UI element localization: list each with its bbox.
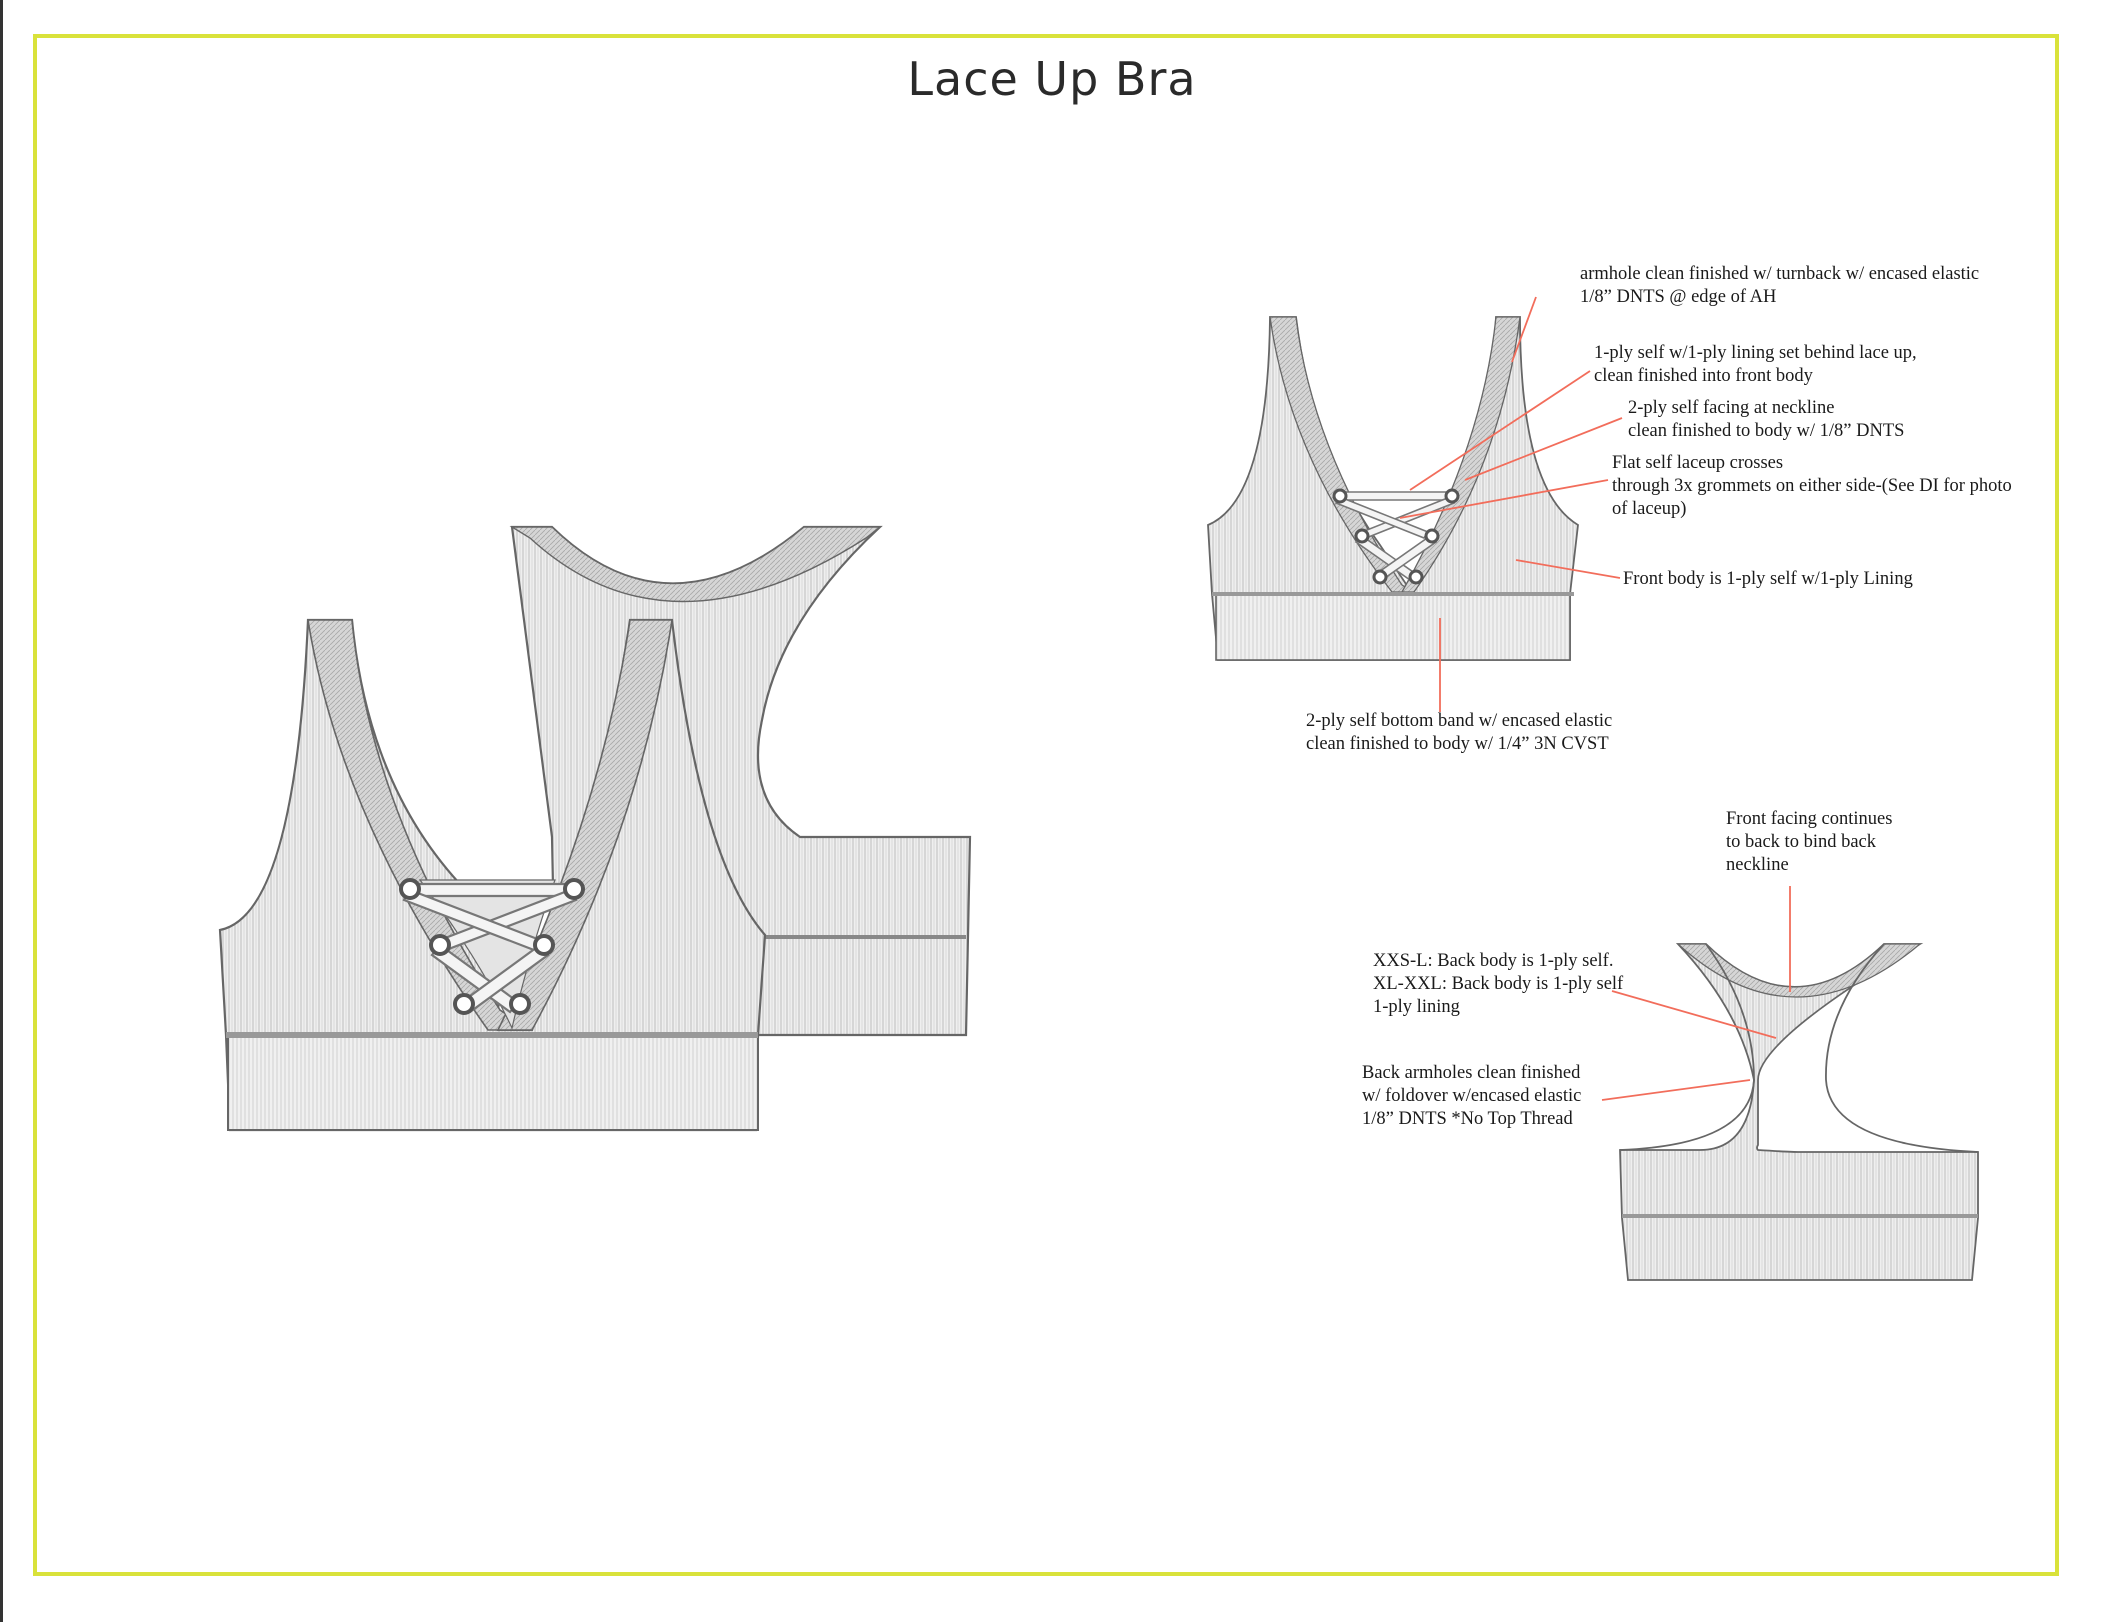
- leader-back-body: [1611, 990, 1777, 1039]
- callout-line: of laceup): [1612, 499, 1687, 519]
- callout-line: clean finished to body w/ 1/8” DNTS: [1628, 421, 1905, 441]
- callout-line: Front body is 1-ply self w/1-ply Lining: [1623, 569, 1913, 589]
- callout-line: XL-XXL: Back body is 1-ply self: [1373, 974, 1624, 994]
- large-front-right-facing: [496, 619, 673, 1031]
- callout-lining-behind-laceup: 1-ply self w/1-ply lining set behind lac…: [1594, 342, 1917, 388]
- callout-laceup: Flat self laceup crosses through 3x grom…: [1612, 452, 2012, 521]
- callout-armhole: armhole clean finished w/ turnback w/ en…: [1580, 263, 1979, 309]
- leader-front-body: [1515, 559, 1621, 579]
- callout-line: w/ foldover w/encased elastic: [1362, 1086, 1582, 1106]
- callout-line: neckline: [1726, 855, 1789, 875]
- callout-line: clean finished to body w/ 1/4” 3N CVST: [1306, 734, 1609, 754]
- large-front-view-sketch: [218, 618, 767, 1132]
- leader-back-armholes: [1601, 1079, 1751, 1101]
- page-edge: [0, 0, 3, 1622]
- callout-line: 1/8” DNTS *No Top Thread: [1362, 1109, 1573, 1129]
- small-front-view-sketch: [1207, 316, 1579, 661]
- callout-line: through 3x grommets on either side-(See …: [1612, 476, 2012, 496]
- leader-lining-behind-laceup: [1409, 370, 1591, 491]
- callout-line: 1/8” DNTS @ edge of AH: [1580, 287, 1777, 307]
- callout-back-body: XXS-L: Back body is 1-ply self. XL-XXL: …: [1373, 950, 1623, 1019]
- small-front-laces: [1334, 491, 1456, 582]
- callout-line: 1-ply lining: [1373, 997, 1460, 1017]
- callout-back-armholes: Back armholes clean finished w/ foldover…: [1362, 1062, 1581, 1131]
- large-front-grommets: [399, 878, 585, 1015]
- leader-laceup: [1399, 479, 1609, 519]
- small-back-view-sketch: [1619, 943, 1979, 1281]
- callout-line: clean finished into front body: [1594, 366, 1813, 386]
- callout-front-body: Front body is 1-ply self w/1-ply Lining: [1623, 568, 1913, 591]
- leader-neckline-facing: [1464, 417, 1623, 481]
- sheet-border: [33, 34, 2059, 1576]
- page-title: Lace Up Bra: [907, 52, 1197, 106]
- callout-bottom-band: 2-ply self bottom band w/ encased elasti…: [1306, 710, 1612, 756]
- callout-line: Flat self laceup crosses: [1612, 453, 1784, 473]
- small-back-neck-binding: [1676, 943, 1922, 998]
- large-back-neck-binding: [509, 526, 883, 603]
- callout-line: Front facing continues: [1726, 809, 1893, 829]
- callout-line: 2-ply self bottom band w/ encased elasti…: [1306, 711, 1613, 731]
- callout-line: 1-ply self w/1-ply lining set behind lac…: [1594, 343, 1917, 363]
- callout-line: to back to bind back: [1726, 832, 1877, 852]
- callout-line: 2-ply self facing at neckline: [1628, 398, 1835, 418]
- callout-line: armhole clean finished w/ turnback w/ en…: [1580, 264, 1980, 284]
- callout-line: Back armholes clean finished: [1362, 1063, 1581, 1083]
- small-back-armholes: [1619, 943, 1979, 1153]
- leader-armhole: [1511, 296, 1537, 363]
- small-front-band: [1215, 593, 1571, 661]
- callout-line: XXS-L: Back body is 1-ply self.: [1373, 951, 1614, 971]
- callout-neckline-facing: 2-ply self facing at neckline clean fini…: [1628, 397, 1904, 443]
- callout-leader-lines: [1399, 296, 1791, 1101]
- large-front-band: [227, 1034, 759, 1131]
- small-front-grommets: [1332, 488, 1460, 585]
- callout-front-facing-back: Front facing continues to back to bind b…: [1726, 808, 1892, 877]
